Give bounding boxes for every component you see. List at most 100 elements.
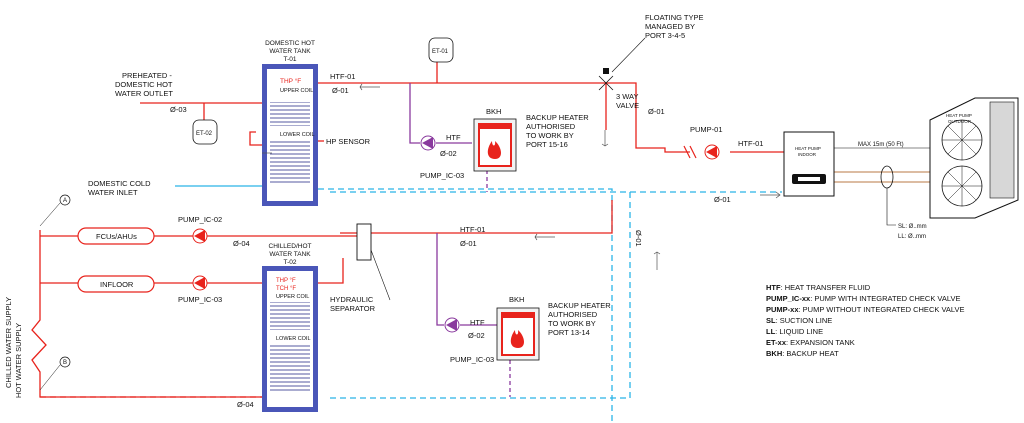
pump-icon [704,144,720,160]
lower-coil-label: LOWER COIL [276,336,311,342]
d01-top-label: Ø-01 [332,86,349,95]
tank1-title-line: DOMESTIC HOT [265,40,315,47]
d01-right-label: Ø-01 [648,107,665,116]
line-bundle-marker [880,165,894,189]
hydraulic-line: SEPARATOR [330,304,376,313]
marker-a-label: A [63,198,67,204]
three-way-line: VALVE [616,101,639,110]
et02-tank [192,119,218,145]
tank2-title-line: CHILLED/HOT [269,243,312,250]
pump-icon [192,228,208,244]
backup1-line: PORT 15-16 [526,140,568,149]
tank1-title-line: T-01 [283,56,296,63]
backup2-line: BACKUP HEATER [548,301,611,310]
tank-t02-lower-coil [270,344,310,392]
sl-ll-leader [886,188,896,226]
legend: HTF: HEAT TRANSFER FLUID PUMP_IC-xx: PUM… [766,283,965,358]
marker-a [59,194,71,206]
chilled-supply-label: CHILLED WATER SUPPLY [4,297,13,388]
legend-item: ET-xx: EXPANSION TANK [766,338,855,347]
hp-outdoor-label: HEAT PUMP [946,113,972,118]
tank1-title-line: WATER TANK [269,48,311,55]
d03-label: Ø-03 [170,105,187,114]
tank2-title-line: T-02 [283,259,296,266]
floating-line: PORT 3-4-5 [645,31,685,40]
boiler-label: BOILER [482,129,510,138]
marker-b [59,356,71,368]
pump-ic02-label: PUMP_IC-02 [178,215,222,224]
heat-pump-outdoor [929,97,1019,219]
pump-icon [420,135,436,151]
three-way-valve-icon [598,68,614,91]
domestic-cold-line: WATER INLET [88,188,138,197]
upper-coil-label: UPPER COIL [280,88,313,94]
backup2-line: TO WORK BY [548,319,596,328]
et01-tank [428,37,454,63]
boiler-1 [473,118,517,172]
pump-ic03-label: PUMP_IC-03 [450,355,494,364]
heat-pump-indoor [783,131,835,197]
preheated-line: DOMESTIC HOT [115,80,173,89]
purple-pipes [409,83,511,397]
htf-label: HTF [446,133,461,142]
preheated-line: WATER OUTLET [115,89,173,98]
ll-label: LL: Ø..mm [898,234,926,240]
marker-b-label: B [63,360,67,366]
d04-mid-label: Ø-04 [233,239,250,248]
pump-icon [444,317,460,333]
cold-lower-loop [330,192,631,399]
d01-vertical-label: Ø-01 [634,230,643,247]
legend-item: LL: LIQUID LINE [766,327,823,336]
preheated-line: PREHEATED - [122,71,172,80]
tank-t01-upper-coil [270,102,310,126]
flame-icon [487,141,502,159]
floating-line: MANAGED BY [645,22,695,31]
cold-return-line [318,188,613,423]
backup2-line: AUTHORISED [548,310,598,319]
pump-ic03-label: PUMP_IC-03 [420,171,464,180]
legend-item: SL: SUCTION LINE [766,316,832,325]
legend-item: HTF: HEAT TRANSFER FLUID [766,283,871,292]
boiler-2 [496,307,540,361]
thp-label: THP °F [276,278,296,284]
fcu-box [77,227,155,245]
htf01-mid-line [340,200,613,234]
tch-label: TCH °F [276,286,296,292]
tank-t02 [262,266,318,412]
legend-item: PUMP-xx: PUMP WITHOUT INTEGRATED CHECK V… [766,305,965,314]
sl-label: SL: Ø..mm [898,224,927,230]
upper-coil-label: UPPER COIL [276,294,309,300]
d02-label: Ø-02 [468,331,485,340]
labels: DOMESTIC HOT WATER TANK T-01 CHILLED/HOT… [4,13,972,409]
hydraulic-line: HYDRAULIC [330,295,374,304]
purple-bkh2-supply [436,233,444,326]
flame-icon [510,330,525,348]
backup2-line: PORT 13-14 [548,328,590,337]
legend-item: BKH: BACKUP HEAT [766,349,839,358]
pump-01-label: PUMP-01 [690,125,723,134]
fcu-label: FCUs/AHUs [96,232,137,241]
boiler-label: BOILER [505,318,533,327]
hp-indoor-label: INDOOR [798,152,817,157]
htf01-mid-label: HTF-01 [460,225,485,234]
valve-leader [611,37,646,73]
pump-icon [192,275,208,291]
tank-t02-upper-coil [270,302,310,330]
hot-supply-label: HOT WATER SUPPLY [14,323,23,398]
infloor-box [77,275,155,293]
pump-ic03-label: PUMP_IC-03 [178,295,222,304]
cold-pipes [175,185,782,423]
d01-mid-label: Ø-01 [714,195,731,204]
bkh-label: BKH [486,107,501,116]
infloor-label: INFLOOR [100,280,134,289]
supply-riser [31,230,265,398]
legend-item: PUMP_IC-xx: PUMP WITH INTEGRATED CHECK V… [766,294,960,303]
hydraulic-separator [356,223,372,261]
d01-lower-label: Ø-01 [460,239,477,248]
refrigerant-lines [834,171,940,183]
thp-label: THP °F [280,77,301,85]
htf01-pump-line [606,82,690,153]
backup1-line: BACKUP HEATER [526,113,589,122]
